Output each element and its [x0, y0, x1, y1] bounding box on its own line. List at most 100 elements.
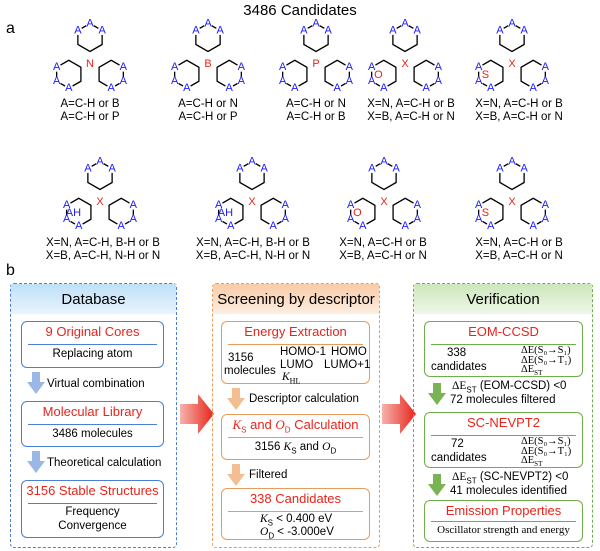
eom-filter-result: 72 molecules filtered [450, 394, 556, 406]
od-criterion: OD < -3.000eV [260, 526, 334, 541]
atom-bg [202, 58, 214, 70]
atom-a-label: A [279, 75, 287, 87]
emission-properties-title: Emission Properties [445, 503, 562, 518]
atom-a-label: A [98, 24, 106, 36]
atom-a-label: A [300, 24, 308, 36]
atom-bg [107, 164, 117, 173]
atom-bg [495, 164, 505, 173]
atom-a-label: A [347, 199, 355, 211]
atom-a-label: A [530, 220, 538, 232]
convergence-text: Convergence [58, 520, 127, 532]
hetero-atom-label: S [482, 207, 489, 219]
down-arrow-icon [227, 388, 245, 410]
nevpt-est: ΔEST [521, 455, 543, 469]
flow-arrow-1 [180, 394, 214, 434]
atom-a-label: A [215, 213, 223, 225]
nevpt-filter-result: 41 molecules identified [450, 485, 567, 497]
panel-b-label: b [6, 262, 15, 279]
database-header: Database [11, 284, 176, 314]
atom-bg [118, 76, 128, 86]
atom-a-label: A [435, 75, 443, 87]
atom-bg [278, 62, 288, 72]
atom-bg [214, 200, 224, 210]
atom-bg [259, 164, 269, 173]
down-arrow-icon [227, 464, 245, 486]
atom-bg [344, 62, 354, 72]
core-structures: AAAAAAAAANAAAAAAAAABAAAAAAAAAPAAAAAAAAAX… [52, 17, 550, 232]
atom-bg [344, 76, 354, 86]
nevpt-filter-text: ΔEST (SC-NEVPT2) <0 [452, 471, 569, 486]
atom-bg [97, 26, 107, 35]
atom-a-label: A [334, 82, 342, 94]
atom-a-label: A [216, 24, 224, 36]
figure-title: 3486 Candidates [243, 2, 357, 19]
atom-bg [519, 26, 529, 35]
atom-a-label: A [508, 17, 516, 29]
flow-arrow-2 [382, 394, 416, 434]
atom-bg [106, 83, 116, 93]
atom-bg [372, 69, 385, 82]
atom-a-label: A [520, 24, 528, 36]
atom-bg [479, 69, 492, 82]
atom-bg [495, 26, 505, 35]
atom-a-label: A [414, 199, 422, 211]
atom-a-label: A [86, 17, 94, 29]
atom-bg [378, 196, 390, 208]
atom-a-label: A [346, 75, 354, 87]
atom-bg [116, 221, 126, 231]
atom-bg [52, 76, 62, 86]
center-atom-label: X [508, 196, 516, 208]
atom-bg [528, 221, 538, 231]
atom-bg [85, 19, 95, 28]
sc-nevpt2-title: SC-NEVPT2 [467, 415, 540, 430]
atom-bg [379, 83, 389, 93]
atom-a-label: A [130, 199, 138, 211]
atom-a-label: A [260, 162, 268, 174]
atom-bg [367, 164, 377, 173]
atom-bg [74, 221, 84, 231]
nevpt-s0-t1: ΔE(S₀→T₁) [521, 446, 572, 457]
atom-a-label: A [238, 75, 246, 87]
emission-properties-text: Oscillator strength and energy [437, 524, 570, 536]
atom-bg [391, 164, 401, 173]
atom-bg [170, 62, 180, 72]
database-panel: Database 9 Original Cores Replacing atom… [10, 283, 177, 548]
hetero-atom-label: O [374, 69, 383, 81]
atom-bg [236, 76, 246, 86]
atom-a-label: A [63, 213, 71, 225]
energy-extraction-box: Energy Extraction 3156 molecules HOMO-1 … [221, 321, 370, 385]
atom-bg [64, 83, 74, 93]
atom-bg [433, 62, 443, 72]
atom-bg [433, 76, 443, 86]
atom-a-label: A [380, 155, 388, 167]
atom-a-label: A [130, 213, 138, 225]
atom-a-label: A [475, 75, 483, 87]
atom-a-label: A [402, 220, 410, 232]
center-atom-label: P [312, 58, 319, 70]
atom-a-label: A [487, 82, 495, 94]
atom-bg [412, 26, 422, 35]
homo-text: HOMO [331, 346, 367, 358]
atom-a-label: A [368, 61, 376, 73]
hetero-atom-label: AH [66, 207, 81, 219]
eom-ccsd-title: EOM-CCSD [468, 324, 539, 339]
down-arrow-icon [27, 372, 45, 394]
atom-bg [235, 164, 245, 173]
atom-a-label: A [368, 162, 376, 174]
atom-bg [379, 157, 389, 166]
nevpt-count-number: 72 [451, 438, 464, 450]
atom-bg [486, 221, 496, 231]
theoretical-calculation-text: Theoretical calculation [47, 457, 162, 469]
atom-bg [95, 157, 105, 166]
atom-bg [412, 200, 422, 210]
atom-bg [506, 58, 518, 70]
atom-bg [311, 19, 321, 28]
atom-a-label: A [414, 213, 422, 225]
atom-a-label: A [520, 162, 528, 174]
atom-bg [528, 83, 538, 93]
atom-bg [400, 221, 410, 231]
atom-a-label: A [183, 82, 191, 94]
